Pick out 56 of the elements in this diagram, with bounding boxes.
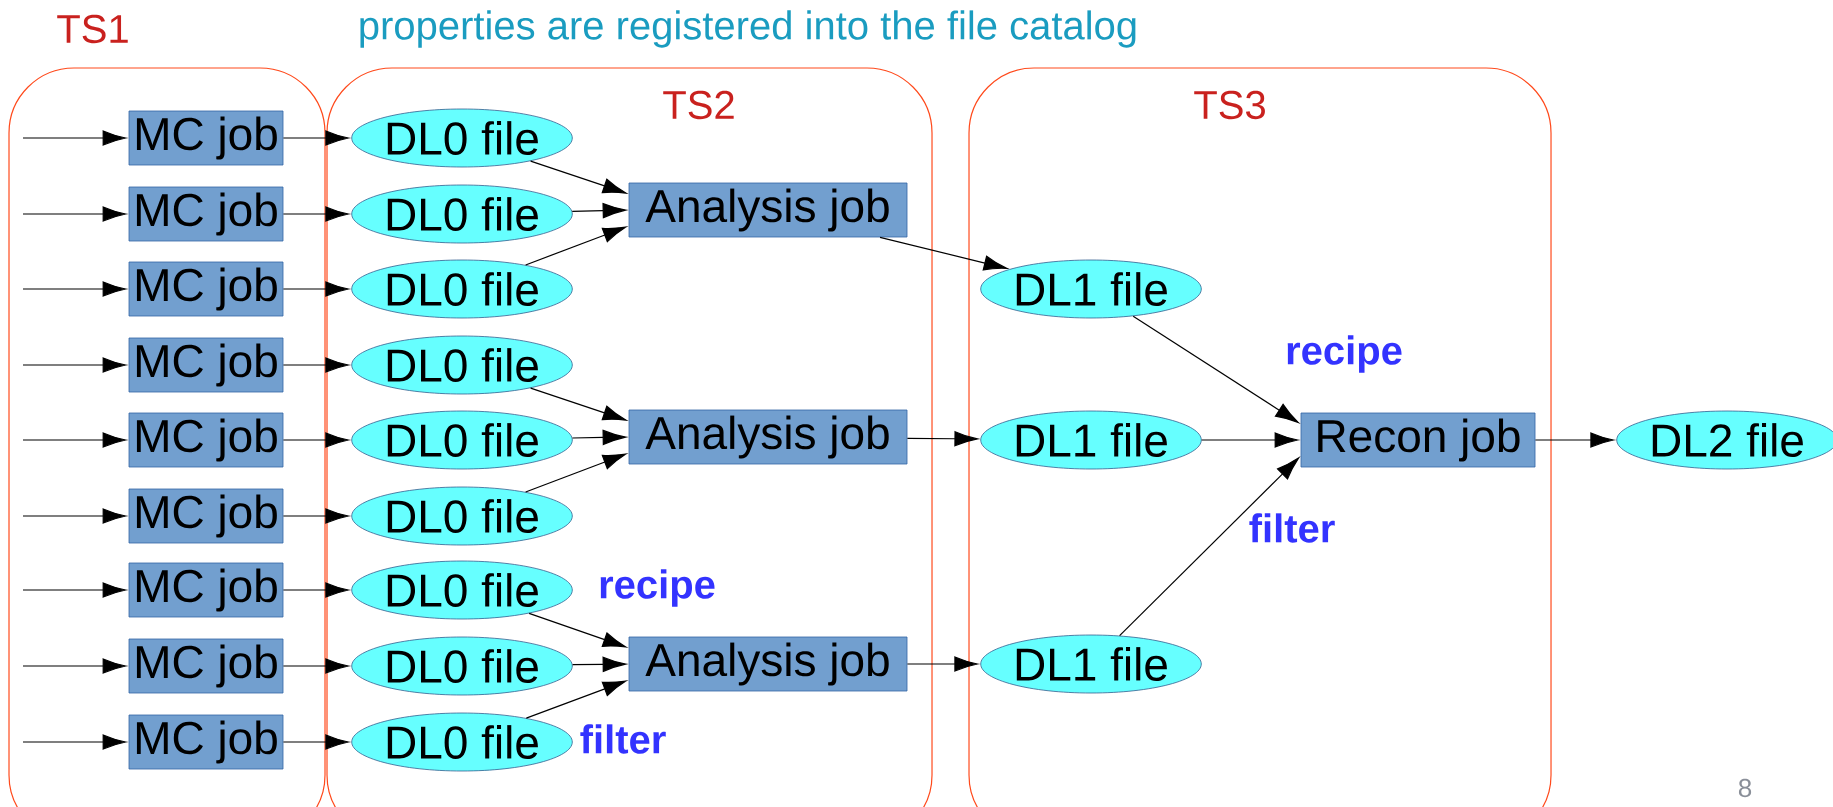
arrow — [879, 236, 1008, 271]
job-box: MC job — [128, 337, 284, 393]
arrow — [906, 431, 978, 447]
arrow — [282, 357, 349, 373]
job-box: MC job — [128, 261, 284, 317]
arrow — [22, 432, 127, 448]
arrow — [22, 281, 127, 297]
arrow — [282, 658, 349, 674]
arrow — [282, 432, 349, 448]
job-box: MC job — [128, 186, 284, 242]
arrow — [22, 357, 127, 373]
arrow — [525, 453, 627, 493]
arrow — [22, 582, 127, 598]
arrow — [525, 226, 627, 266]
note-text: recipe — [1287, 335, 1402, 373]
arrow — [1534, 432, 1614, 448]
arrow — [525, 680, 627, 719]
job-box: MC job — [128, 638, 284, 694]
title: properties are registered into the file catalog — [360, 10, 1136, 48]
arrow — [530, 160, 627, 194]
arrow — [22, 206, 127, 222]
arrow — [282, 281, 349, 297]
job-box: Analysis job — [628, 409, 908, 465]
arrow — [282, 206, 349, 222]
stage-label: TS3 — [1194, 90, 1265, 120]
arrow — [282, 130, 349, 146]
arrow — [22, 508, 127, 524]
arrow — [1201, 432, 1299, 448]
job-box: MC job — [128, 562, 284, 618]
arrow — [282, 734, 349, 750]
job-box: Analysis job — [628, 182, 908, 238]
arrow — [528, 612, 627, 648]
job-box: Recon job — [1300, 412, 1536, 468]
arrow — [22, 734, 127, 750]
stage-label: TS1 — [57, 14, 128, 44]
arrow — [571, 202, 627, 219]
job-box: MC job — [128, 714, 284, 770]
arrow — [1132, 315, 1299, 423]
arrow — [282, 508, 349, 524]
arrow — [1119, 457, 1300, 637]
arrow — [282, 582, 349, 598]
arrow — [530, 387, 627, 421]
arrow — [22, 658, 127, 674]
page-number: 8 — [1738, 778, 1752, 798]
stage-label: TS2 — [663, 90, 734, 120]
job-box: Analysis job — [628, 636, 908, 692]
note-text: filter — [580, 724, 666, 754]
arrow — [906, 656, 978, 672]
note-text: recipe — [600, 569, 715, 607]
arrow — [572, 656, 627, 672]
job-box: MC job — [128, 412, 284, 468]
job-box: MC job — [128, 488, 284, 544]
job-box: MC job — [128, 110, 284, 166]
note-text: filter — [1249, 513, 1335, 543]
arrow — [571, 429, 627, 446]
arrow — [22, 130, 127, 146]
